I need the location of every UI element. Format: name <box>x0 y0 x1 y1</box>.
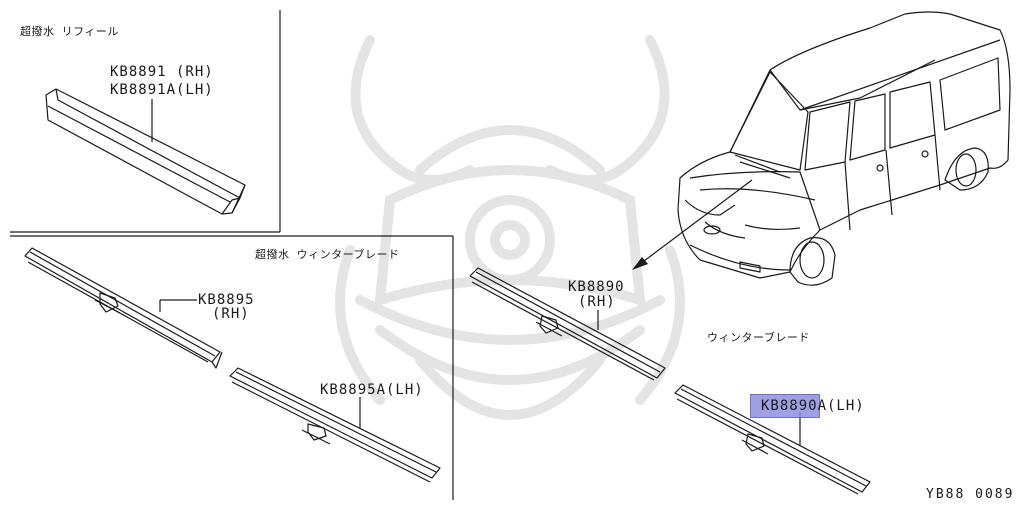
drawing-code: YB88 0089 <box>926 487 1015 502</box>
part-label-kb8890-rh: (RH) <box>578 294 616 310</box>
part-label-kb8891-rh[interactable]: KB8891 (RH) <box>110 64 214 80</box>
part-label-kb8895[interactable]: KB8895 <box>198 292 255 308</box>
part-label-kb8895-rh: (RH) <box>212 306 250 322</box>
part-label-kb8895a-lh[interactable]: KB8895A(LH) <box>320 382 424 398</box>
part-label-kb8890[interactable]: KB8890 <box>568 279 625 295</box>
winter-blade-kb8890-icon <box>469 267 666 381</box>
winter-blade-kb8895-icon <box>24 247 223 369</box>
refill-strip-icon <box>45 88 246 215</box>
arrow-head-icon <box>632 257 648 270</box>
highlight-kb8890a <box>750 394 820 418</box>
winter-blade-kb8890a-icon <box>674 384 871 495</box>
panel-title-winter-blade-kit: 超撥水 ウィンターブレード <box>255 248 400 261</box>
minivan-icon <box>677 11 1011 286</box>
winter-blade-kb8895a-icon <box>229 367 441 483</box>
title-winter-blade: ウィンターブレード <box>707 331 810 344</box>
part-label-kb8891a-lh[interactable]: KB8891A(LH) <box>110 82 214 98</box>
panel-title-refill: 超撥水 リフィール <box>20 25 119 38</box>
part-label-kb8890a-lh[interactable]: KB8890A(LH) <box>761 398 865 414</box>
